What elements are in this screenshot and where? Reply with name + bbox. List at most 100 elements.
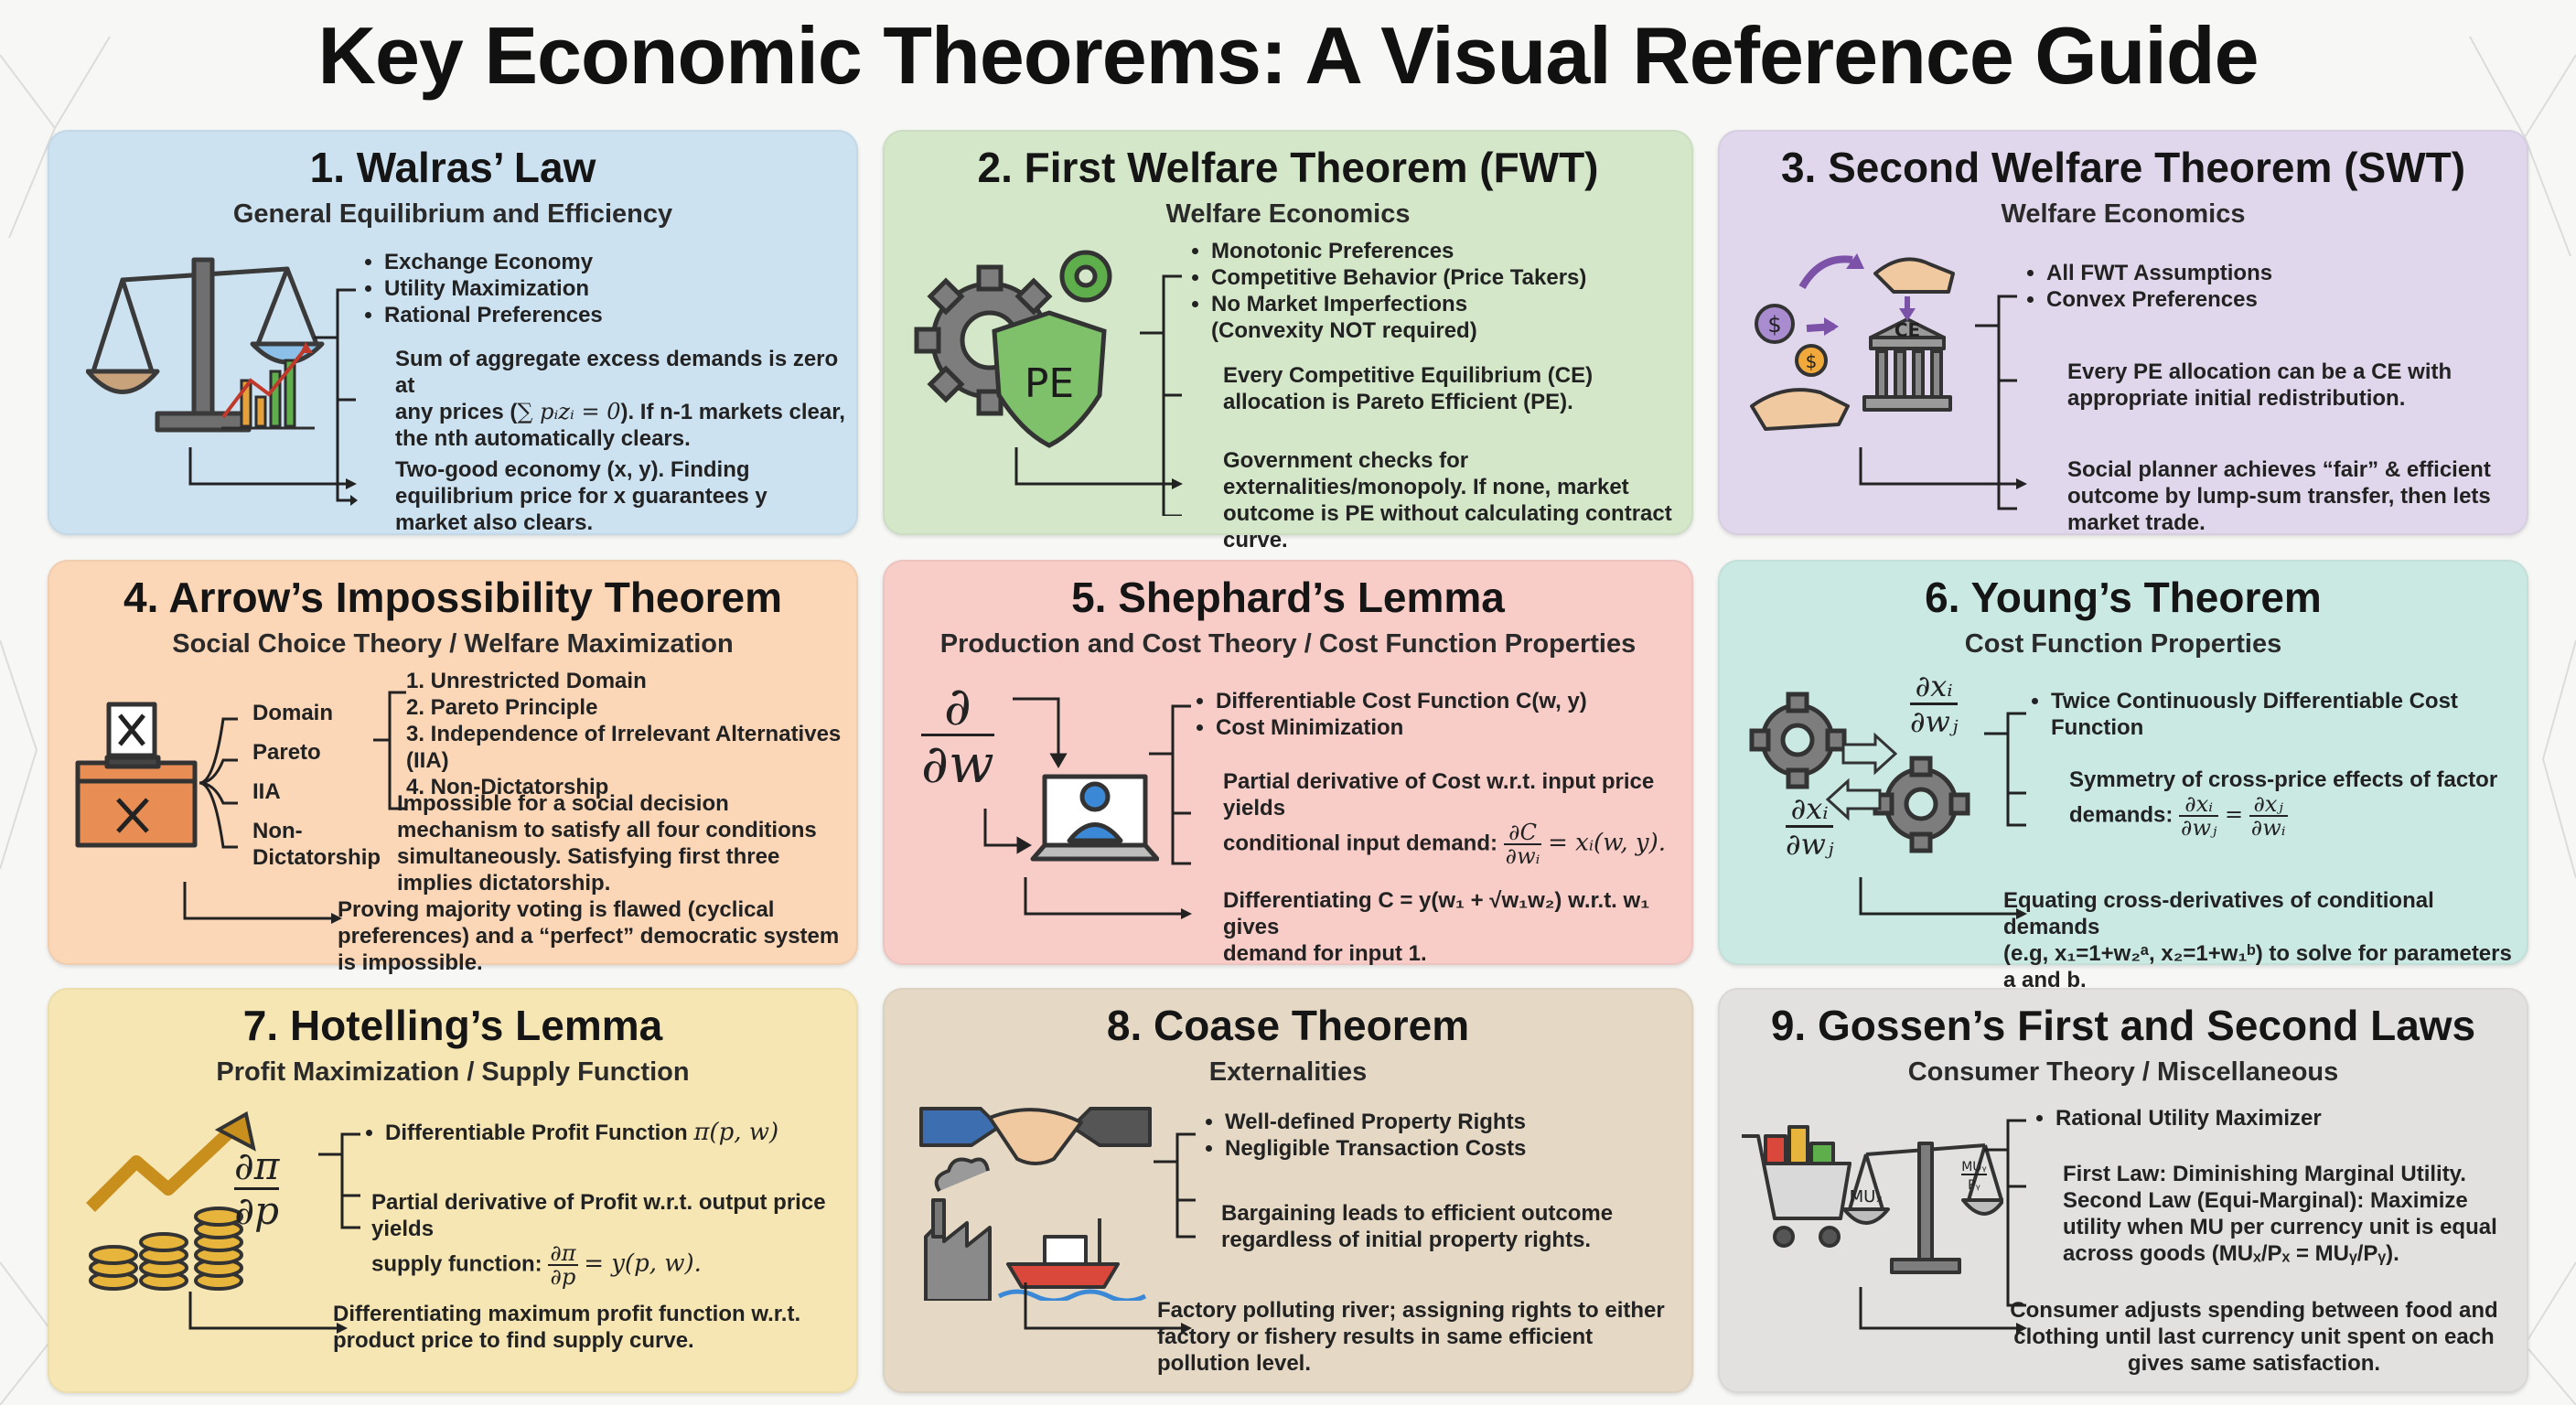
theorem-statement: Every Competitive Equilibrium (CE) alloc… xyxy=(1223,363,1594,414)
requirement-item: Monotonic Preferences xyxy=(1211,238,1586,264)
scale-right-num: MUᵧ xyxy=(1961,1160,1987,1174)
redistribution-icon: $ $ CE xyxy=(1750,253,1955,431)
card-subtitle: Social Choice Theory / Welfare Maximizat… xyxy=(172,629,734,659)
requirements-list: All FWT Assumptions Convex Preferences xyxy=(2026,260,2272,313)
card-youngs-theorem: 6. Young’s Theorem Cost Function Propert… xyxy=(1718,560,2528,992)
partial-operator: ∂ ∂w xyxy=(921,675,994,795)
requirement-item: Negligible Transaction Costs xyxy=(1225,1135,1526,1162)
coins-growth-icon xyxy=(86,1110,256,1291)
example-arrow xyxy=(188,447,357,489)
card-hotellings-lemma: 7. Hotelling’s Lemma Profit Maximization… xyxy=(48,988,858,1393)
requirement-item: 4. Non-Dictatorship xyxy=(406,775,609,799)
requirement-item: Twice Continuously Differentiable Cost F… xyxy=(2051,688,2472,741)
requirements-list: Differentiable Profit Function π(p, w) xyxy=(365,1120,778,1146)
theorem-statement: Symmetry of cross-price effects of facto… xyxy=(2069,767,2498,841)
requirement-item: Well-defined Property Rights xyxy=(1225,1109,1526,1135)
requirement-item: Exchange Economy xyxy=(384,249,603,275)
formula-fraction: ∂π∂p xyxy=(548,1240,578,1290)
card-walras-law: 1. Walras’ Law General Equilibrium and E… xyxy=(48,130,858,535)
card-subtitle: Welfare Economics xyxy=(1165,199,1411,229)
bracket-connector xyxy=(1154,1132,1196,1239)
requirement-item: Differentiable Profit Function π(p, w) xyxy=(385,1120,778,1146)
theorem-statement: Partial derivative of Cost w.r.t. input … xyxy=(1223,769,1666,869)
bracket-connector xyxy=(314,288,358,506)
card-title: 2. First Welfare Theorem (FWT) xyxy=(977,144,1599,191)
example-arrow xyxy=(1859,877,2027,919)
requirement-item: All FWT Assumptions xyxy=(2046,260,2272,286)
theorem-statement: Every PE allocation can be a CE with app… xyxy=(2067,359,2453,411)
bracket-connector xyxy=(1140,274,1182,516)
card-subtitle: General Equilibrium and Efficiency xyxy=(232,199,673,229)
card-title: 8. Coase Theorem xyxy=(1106,1002,1470,1049)
card-subtitle: Cost Function Properties xyxy=(1964,629,2282,659)
formula-fraction: ∂C∂wᵢ xyxy=(1503,820,1542,869)
bracket-connector xyxy=(1149,704,1191,865)
requirements-list: 1. Unrestricted Domain 2. Pareto Princip… xyxy=(406,668,856,800)
requirements-list: Rational Utility Maximizer xyxy=(2035,1105,2322,1132)
card-subtitle: Externalities xyxy=(1208,1057,1368,1087)
building-label: CE xyxy=(1894,319,1920,341)
example-text: Social planner achieves “fair” & efficie… xyxy=(2067,457,2491,535)
gears-shield-icon: PE xyxy=(914,250,1112,448)
card-subtitle: Welfare Economics xyxy=(2001,199,2246,229)
bracket-connector xyxy=(1984,712,2026,827)
theorem-statement: First Law: Diminishing Marginal Utility.… xyxy=(2063,1162,2497,1266)
example-text: Factory polluting river; assigning right… xyxy=(1157,1298,1665,1376)
requirement-item: 2. Pareto Principle xyxy=(406,695,598,720)
requirement-item: Competitive Behavior (Price Takers) xyxy=(1211,264,1586,291)
example-text: Differentiating maximum profit function … xyxy=(333,1302,801,1353)
requirements-list: Exchange Economy Utility Maximization Ra… xyxy=(364,249,603,328)
cart-scale-icon: MUₓ MUᵧ Pᵧ xyxy=(1742,1125,2003,1274)
requirement-item: Cost Minimization xyxy=(1216,714,1587,741)
example-arrow xyxy=(1024,877,1192,919)
example-text: Differentiating C = y(w₁ + √w₁w₂) w.r.t.… xyxy=(1223,888,1650,966)
example-arrow xyxy=(1024,1282,1192,1334)
example-arrow xyxy=(1859,447,2027,489)
example-text: Consumer adjusts spending between food a… xyxy=(2010,1298,2498,1376)
bracket-connector xyxy=(318,1132,360,1229)
requirements-list: Well-defined Property Rights Negligible … xyxy=(1205,1109,1526,1162)
card-shephards-lemma: 5. Shephard’s Lemma Production and Cost … xyxy=(883,560,1693,966)
card-coase-theorem: 8. Coase Theorem Externalities Well-defi… xyxy=(883,988,1693,1393)
laptop-user-icon xyxy=(983,697,1159,862)
example-text: Proving majority voting is flawed (cycli… xyxy=(338,897,840,975)
example-text: Two-good economy (x, y). Finding equilib… xyxy=(395,457,767,535)
bracket-connector xyxy=(1984,1119,2026,1307)
requirement-item: Rational Preferences xyxy=(384,302,603,328)
card-subtitle: Consumer Theory / Miscellaneous xyxy=(1907,1057,2339,1087)
card-title: 6. Young’s Theorem xyxy=(1925,574,2322,621)
cross-partial-label: ∂xᵢ ∂wⱼ xyxy=(1786,791,1834,862)
requirement-item: 3. Independence of Irrelevant Alternativ… xyxy=(406,722,842,773)
coin-label: $ xyxy=(1767,312,1781,338)
option-label: Pareto xyxy=(252,740,321,765)
example-text: Government checks for externalities/mono… xyxy=(1223,448,1672,552)
card-title: 4. Arrow’s Impossibility Theorem xyxy=(123,574,782,621)
scale-right-den: Pᵧ xyxy=(1968,1178,1980,1193)
option-label: IIA xyxy=(252,779,281,804)
card-title: 7. Hotelling’s Lemma xyxy=(242,1002,663,1049)
card-second-welfare-theorem: 3. Second Welfare Theorem (SWT) Welfare … xyxy=(1718,130,2528,535)
page-title: Key Economic Theorems: A Visual Referenc… xyxy=(317,10,2259,101)
card-gossens-laws: 9. Gossen’s First and Second Laws Consum… xyxy=(1718,988,2528,1393)
card-arrows-impossibility: 4. Arrow’s Impossibility Theorem Social … xyxy=(48,560,858,975)
requirements-list: Differentiable Cost Function C(w, y) Cos… xyxy=(1196,688,1587,741)
requirement-item: Rational Utility Maximizer xyxy=(2055,1105,2322,1132)
requirement-item: 1. Unrestricted Domain xyxy=(406,669,647,693)
bracket-connector xyxy=(373,691,406,810)
formula-fraction: ∂xⱼ∂wᵢ xyxy=(2249,791,2288,841)
requirement-item: Utility Maximization xyxy=(384,275,603,302)
cross-partial-label: ∂xᵢ ∂wⱼ xyxy=(1910,669,1959,739)
card-subtitle: Production and Cost Theory / Cost Functi… xyxy=(939,629,1637,659)
requirements-list: Twice Continuously Differentiable Cost F… xyxy=(2031,688,2472,741)
example-text: Equating cross-derivatives of conditiona… xyxy=(2003,888,2512,992)
theorem-statement: Impossible for a social decision mechani… xyxy=(397,791,817,896)
shield-label: PE xyxy=(1025,360,1074,407)
twin-gears-icon xyxy=(1749,692,1970,853)
requirement-item: No Market Imperfections xyxy=(1211,291,1586,317)
balance-scale-chart-icon xyxy=(86,257,325,433)
theorem-statement: Sum of aggregate excess demands is zero … xyxy=(395,347,845,451)
options-branch-connector xyxy=(199,717,238,849)
card-title: 1. Walras’ Law xyxy=(309,144,596,191)
partial-operator: ∂π ∂p xyxy=(234,1143,280,1233)
option-label: Non- Dictatorship xyxy=(252,819,381,870)
